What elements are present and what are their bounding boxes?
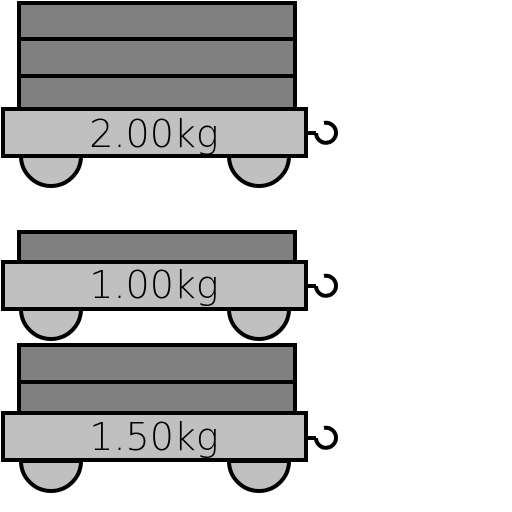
- cart-2-wheel-left: [18, 307, 84, 341]
- cart-1-mass-block-2: [17, 37, 297, 78]
- cart-1-mass-block-3: [17, 74, 297, 111]
- cart-1-wheel-right: [226, 154, 292, 188]
- cart-1-base: [1, 107, 308, 158]
- cart-3-wheel-right: [226, 459, 292, 493]
- cart-2-mass-label: 1.00kg: [89, 263, 218, 307]
- cart-3-mass-label: 1.50kg: [89, 415, 218, 459]
- cart-3: 1.50kg: [1, 343, 338, 493]
- cart-3-wheel-left: [18, 459, 84, 493]
- cart-2: 1.00kg: [1, 230, 338, 341]
- cart-2-wheel-right: [226, 307, 292, 341]
- hook-icon: [306, 120, 338, 145]
- cart-3-mass-block-1: [17, 343, 297, 384]
- cart-1: 2.00kg: [1, 1, 338, 188]
- cart-1-wheel-left: [18, 154, 84, 188]
- hook-icon: [306, 273, 338, 298]
- cart-2-base: [1, 260, 308, 311]
- cart-1-mass-label: 2.00kg: [89, 112, 218, 156]
- cart-3-base: [1, 411, 308, 462]
- hook-icon: [306, 425, 338, 450]
- cart-3-mass-block-2: [17, 380, 297, 415]
- cart-2-mass-block-1: [17, 230, 297, 264]
- cart-1-mass-block-1: [17, 1, 297, 41]
